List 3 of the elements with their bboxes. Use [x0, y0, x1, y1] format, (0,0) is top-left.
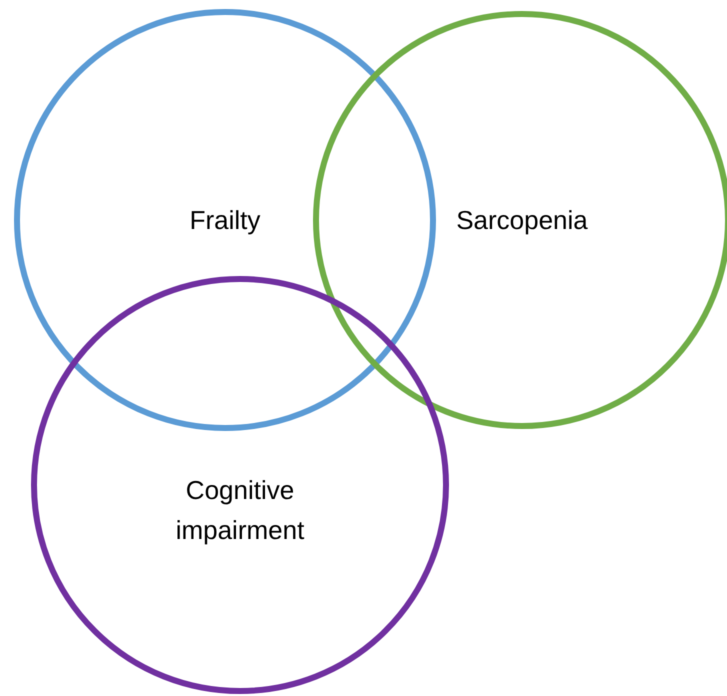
set-label: Frailty — [188, 204, 262, 237]
set-label: Cognitive impairment — [174, 474, 306, 547]
set-label: Sarcopenia — [455, 204, 589, 237]
